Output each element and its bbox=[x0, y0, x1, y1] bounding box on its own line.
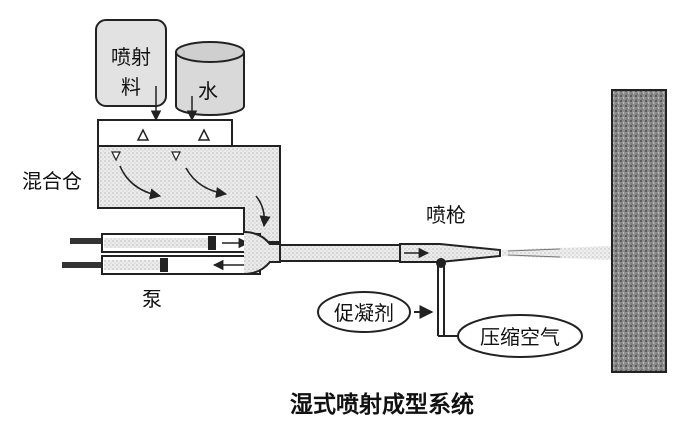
spray-material-hopper: 喷射 料 bbox=[95, 19, 167, 107]
compressed-air-source: 压缩空气 bbox=[457, 314, 583, 358]
additive-lines bbox=[414, 258, 462, 337]
delivery-hose bbox=[279, 244, 401, 262]
pump: 泵 bbox=[62, 231, 281, 311]
accelerator-label: 促凝剂 bbox=[334, 301, 394, 325]
accelerator-source: 促凝剂 bbox=[317, 291, 411, 333]
compressed-air-label: 压缩空气 bbox=[480, 325, 560, 349]
spray-gun: 喷枪 bbox=[399, 203, 501, 263]
target-wall bbox=[611, 89, 667, 373]
mixing-bin: 混合仓 bbox=[22, 145, 281, 243]
spray-gun-label: 喷枪 bbox=[426, 203, 466, 227]
feed-arrows bbox=[150, 86, 198, 122]
water-label: 水 bbox=[198, 79, 218, 103]
spray-jet bbox=[502, 246, 612, 260]
mixing-bin-label: 混合仓 bbox=[22, 169, 82, 193]
spray-material-label-line2: 料 bbox=[121, 75, 141, 99]
water-tank: 水 bbox=[175, 41, 245, 116]
metering-valve-box bbox=[97, 119, 233, 147]
diagram-caption: 湿式喷射成型系统 bbox=[290, 391, 474, 418]
pump-label: 泵 bbox=[142, 287, 162, 311]
spray-material-label-line1: 喷射 bbox=[111, 45, 151, 69]
